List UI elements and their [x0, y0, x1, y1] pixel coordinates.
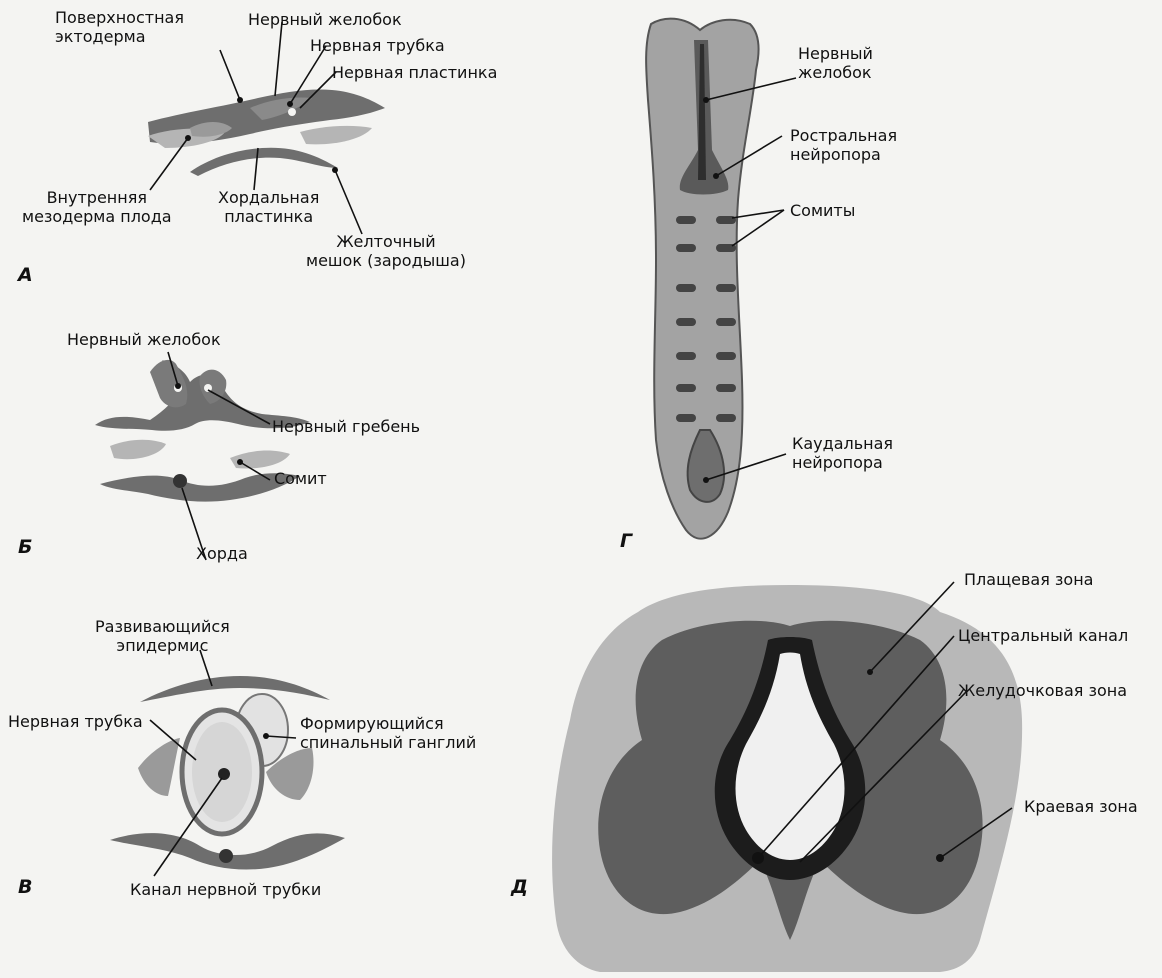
leader-g-somites-1	[732, 210, 784, 218]
label-g-neural-groove: Нервный желобок	[798, 44, 873, 82]
somite	[716, 318, 736, 326]
label-g-rostral-neuropore: Ростральная нейропора	[790, 126, 897, 164]
somite	[676, 244, 696, 252]
label-a-neural-groove: Нервный желобок	[248, 10, 402, 29]
somite	[676, 284, 696, 292]
label-v-spinal-ganglion: Формирующийся спинальный ганглий	[300, 714, 476, 752]
somite	[716, 284, 736, 292]
label-a-neural-plate: Нервная пластинка	[332, 63, 497, 82]
label-a-chordal-plate: Хордальная пластинка	[218, 188, 319, 226]
leader-dot	[237, 459, 243, 465]
label-g-somites: Сомиты	[790, 201, 855, 220]
panel-b-neural-fold	[150, 360, 187, 408]
label-v-neural-canal: Канал нервной трубки	[130, 880, 321, 899]
label-d-central-canal: Центральный канал	[958, 626, 1128, 645]
panel-d-drawing	[552, 585, 1022, 972]
panel-a-notochord-dot	[288, 108, 296, 116]
label-a-yolk-sac: Желточный мешок (зародыша)	[306, 232, 466, 270]
label-b-notochord: Хорда	[196, 544, 248, 563]
leader-dot	[752, 852, 764, 864]
label-b-neural-groove: Нервный желобок	[67, 330, 221, 349]
label-v-epidermis: Развивающийся эпидермис	[95, 617, 230, 655]
panel-v-drawing	[110, 676, 345, 870]
leader-dot	[867, 669, 873, 675]
somite	[676, 384, 696, 392]
somite	[676, 318, 696, 326]
somite	[716, 414, 736, 422]
leader-dot	[703, 477, 709, 483]
label-d-marginal-zone: Краевая зона	[1024, 797, 1138, 816]
leader-dot	[703, 97, 709, 103]
leader-dot	[936, 854, 944, 862]
leader-a-surface-ectoderm	[220, 50, 240, 100]
leader-a-neural-groove	[275, 22, 282, 96]
panel-a-yolk-sac	[190, 148, 338, 176]
leader-dot	[175, 383, 181, 389]
panel-v-central-canal	[218, 768, 230, 780]
panel-letter-g: Г	[620, 530, 632, 552]
leader-dot	[713, 173, 719, 179]
leader-g-somites-2	[732, 210, 784, 246]
label-v-neural-tube: Нервная трубка	[8, 712, 143, 731]
panel-b-somite-left	[110, 440, 166, 460]
panel-a-drawing	[148, 89, 385, 176]
leader-dot	[287, 101, 293, 107]
leader-dot	[185, 135, 191, 141]
leader-dot	[237, 97, 243, 103]
panel-v-notochord	[219, 849, 233, 863]
panel-v-epidermis	[140, 676, 330, 702]
label-a-inner-mesoderm: Внутренняя мезодерма плода	[22, 188, 172, 226]
leader-a-yolk-sac	[335, 170, 362, 234]
somite	[676, 216, 696, 224]
somite	[676, 352, 696, 360]
panel-letter-b: Б	[18, 536, 32, 558]
panel-a-mesoderm-right	[300, 126, 372, 144]
label-b-neural-crest: Нервный гребень	[272, 417, 420, 436]
leader-dot	[263, 733, 269, 739]
label-a-neural-tube: Нервная трубка	[310, 36, 445, 55]
panel-letter-v: В	[18, 876, 32, 898]
label-a-surface-ectoderm: Поверхностная эктодерма	[55, 8, 184, 46]
panel-v-mesoderm-left	[138, 738, 180, 796]
label-d-mantle-zone: Плащевая зона	[964, 570, 1093, 589]
panel-g-drawing	[646, 19, 758, 539]
somite	[716, 384, 736, 392]
panel-b-notochord	[173, 474, 187, 488]
somite	[676, 414, 696, 422]
label-g-caudal-neuropore: Каудальная нейропора	[792, 434, 893, 472]
label-d-ventricular-zone: Желудочковая зона	[958, 681, 1127, 700]
leader-dot	[332, 167, 338, 173]
panel-letter-d: Д	[511, 876, 528, 898]
panel-b-endoderm	[100, 473, 300, 501]
panel-letter-a: А	[18, 264, 33, 286]
somite	[716, 352, 736, 360]
label-b-somite: Сомит	[274, 469, 327, 488]
